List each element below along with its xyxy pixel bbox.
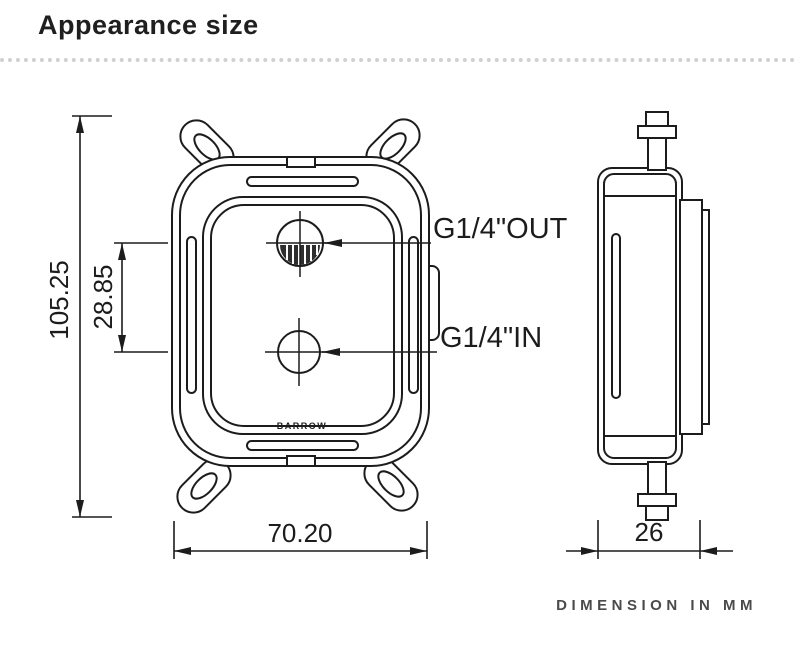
top-notch [286,156,316,168]
dim-port-spacing-label: 28.85 [88,264,118,329]
slot-bottom [246,440,359,451]
dim-depth-label: 26 [635,517,664,547]
tab-hole [190,472,218,500]
side-bracket-top [637,111,677,171]
dim-width [173,521,428,559]
dim-depth [566,520,733,559]
dim-height-label: 105.25 [44,260,74,340]
side-view [597,111,710,521]
side-bracket-bottom [637,461,677,521]
mounting-tab-bottom-left [176,458,232,514]
out-port-crosshair [266,211,334,277]
in-port-crosshair [265,318,333,386]
side-body [597,167,683,465]
out-port-label: G1/4"OUT [433,213,568,245]
footer-note: DIMENSION IN MM [556,597,757,614]
page-title: Appearance size [38,10,259,40]
slot-right [408,236,419,394]
leader-out-arrow [324,239,431,247]
face-plate [202,196,403,435]
front-view: BARROW [171,118,440,514]
dim-width-label: 70.20 [267,518,332,548]
brand-label: BARROW [277,421,328,431]
face-plate-inner [210,204,395,427]
in-port [265,318,333,386]
side-slot [611,233,621,399]
bottom-notch [286,455,316,467]
slot-top [246,176,359,187]
side-plate-right [679,199,703,435]
slot-left [186,236,197,394]
dim-port-spacing [114,242,168,353]
tab-hole [377,470,405,498]
dim-height [72,115,112,518]
separator-dotted-line [0,58,795,62]
leader-in-arrow [322,348,437,356]
side-body-inner [603,173,677,459]
in-port-label: G1/4"IN [440,322,542,354]
out-port [266,211,334,277]
side-plate-right-thin [701,209,710,425]
